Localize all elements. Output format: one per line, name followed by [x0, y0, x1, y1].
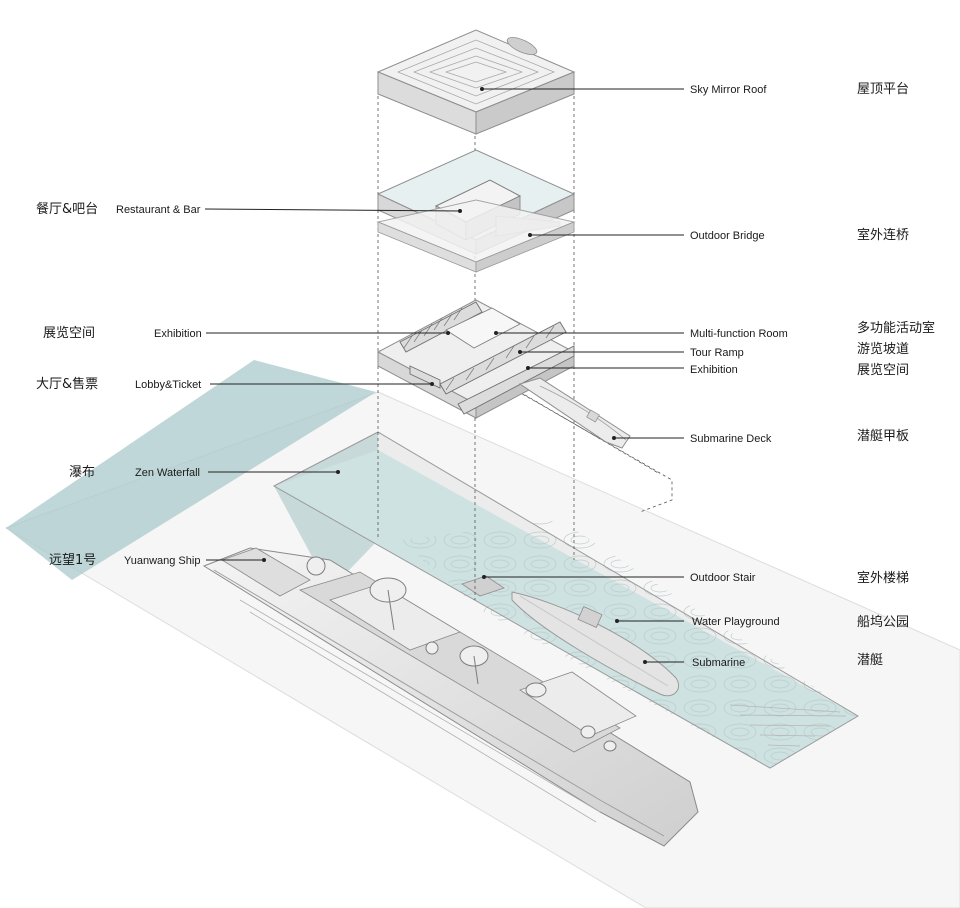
label-sky-mirror-roof-en: Sky Mirror Roof [690, 84, 767, 96]
label-outdoor-bridge-zh: 室外连桥 [857, 227, 909, 243]
submarine-model [511, 591, 680, 697]
outdoor-stair-model [461, 575, 505, 597]
yuanwang-ship-model [202, 547, 699, 847]
label-tour-ramp-zh: 游览坡道 [857, 341, 909, 357]
label-outdoor-stair-zh: 室外楼梯 [857, 570, 909, 586]
label-zen-waterfall-zh: 瀑布 [69, 465, 95, 480]
label-exhibition-right-en: Exhibition [690, 364, 738, 376]
label-yuanwang-ship-en: Yuanwang Ship [124, 555, 200, 567]
sky-mirror-roof-model [376, 29, 576, 135]
label-submarine-deck-zh: 潜艇甲板 [857, 429, 909, 444]
label-submarine-zh: 潜艇 [857, 653, 883, 668]
label-water-playground-zh: 船坞公园 [857, 614, 909, 630]
ship-hull-windows [239, 599, 601, 823]
label-outdoor-bridge-en: Outdoor Bridge [690, 230, 765, 242]
label-lobby-ticket-en: Lobby&Ticket [135, 379, 201, 391]
leader-lines [204, 88, 684, 663]
site-ground [4, 360, 960, 908]
explosion-guide-lines [377, 72, 673, 600]
waterfall-plane [6, 360, 376, 580]
label-yuanwang-ship-zh: 远望1号 [49, 552, 96, 568]
label-water-playground-en: Water Playground [692, 616, 780, 628]
dock-steps [729, 704, 847, 747]
label-multi-function-room-zh: 多功能活动室 [857, 320, 935, 336]
label-submarine-en: Submarine [692, 657, 745, 669]
submarine-deck-model [518, 377, 631, 449]
label-multi-function-room-en: Multi-function Room [690, 328, 788, 340]
tour-ramp-model [445, 307, 521, 349]
label-tour-ramp-en: Tour Ramp [690, 347, 744, 359]
label-sky-mirror-roof-zh: 屋顶平台 [857, 82, 909, 97]
label-exhibition-left-zh: 展览空间 [43, 325, 95, 341]
label-zen-waterfall-en: Zen Waterfall [135, 467, 200, 479]
dock-pit-edge [272, 431, 859, 769]
label-exhibition-left-en: Exhibition [154, 328, 202, 340]
leader-dots [262, 87, 647, 664]
left-labels: Restaurant & Bar 餐厅&吧台 Exhibition 展览空间 L… [36, 201, 202, 568]
truss-diagonals [403, 307, 555, 391]
label-lobby-ticket-zh: 大厅&售票 [36, 376, 98, 392]
right-labels: Sky Mirror Roof 屋顶平台 Outdoor Bridge 室外连桥… [690, 82, 935, 669]
label-restaurant-bar-zh: 餐厅&吧台 [36, 201, 98, 217]
label-exhibition-right-zh: 展览空间 [857, 362, 909, 378]
label-restaurant-bar-en: Restaurant & Bar [116, 204, 201, 216]
label-outdoor-stair-en: Outdoor Stair [690, 572, 756, 584]
label-submarine-deck-en: Submarine Deck [690, 433, 772, 445]
ship-radar-dishes [306, 556, 617, 752]
